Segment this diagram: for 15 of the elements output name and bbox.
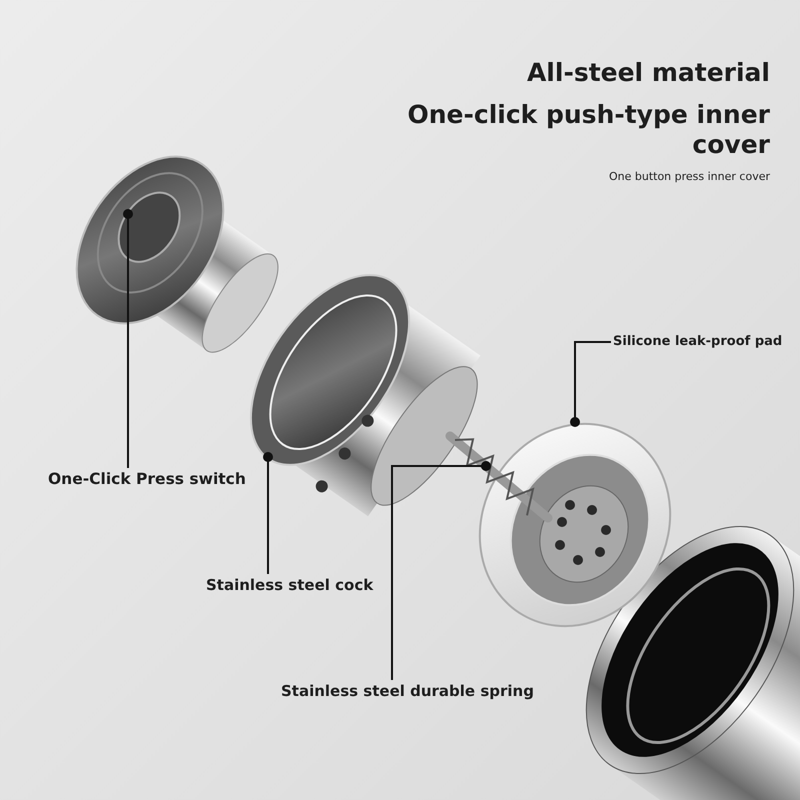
- leader-line: [123, 209, 133, 468]
- callout-label: Silicone leak-proof pad: [613, 334, 782, 349]
- spring-drawing: [446, 432, 552, 522]
- leader-line: [263, 452, 273, 574]
- lid-part-drawing: [76, 156, 278, 353]
- lid-part-drawing: [250, 274, 480, 516]
- callout-label: Stainless steel durable spring: [281, 682, 534, 700]
- leader-line: [570, 341, 611, 427]
- callout-label: One-Click Press switch: [48, 470, 246, 488]
- leader-line: [391, 461, 491, 680]
- heading: One-click push-type inner cover: [406, 100, 770, 160]
- subtitle: One button press inner cover: [608, 170, 770, 184]
- seal-ring-drawing: [479, 423, 671, 627]
- title: All-steel material: [526, 58, 770, 88]
- callout-label: Stainless steel cock: [206, 576, 374, 594]
